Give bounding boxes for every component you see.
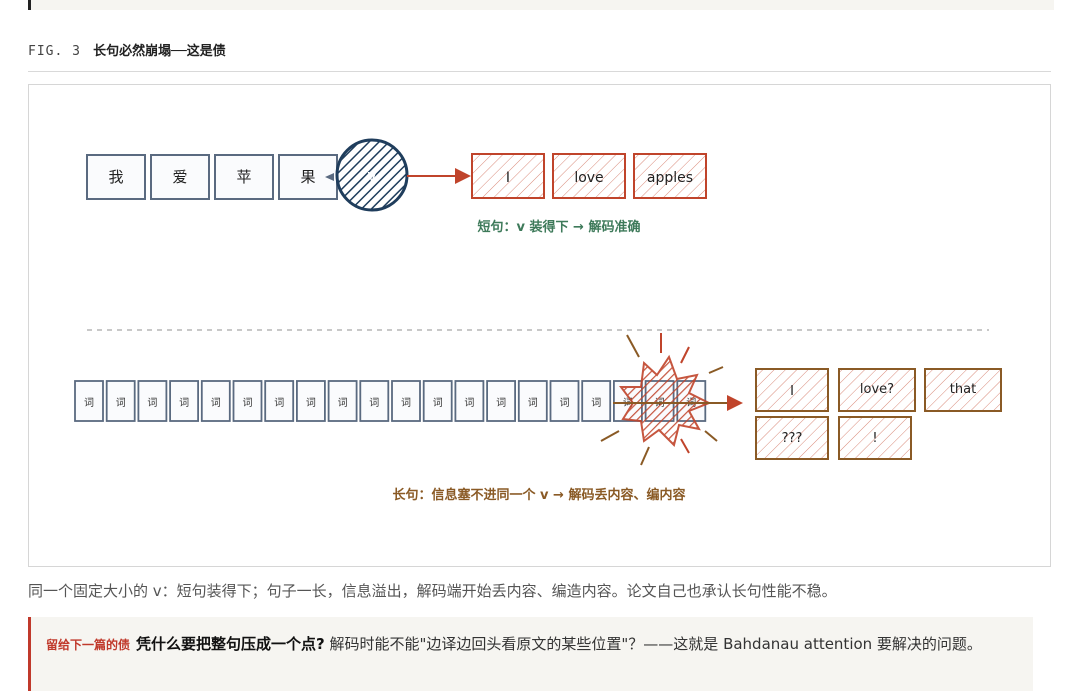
target-token-text: I — [506, 170, 510, 186]
context-vector-label: v — [367, 166, 376, 185]
source-token-text: 爱 — [172, 168, 187, 186]
source-token-text: 我 — [108, 168, 123, 186]
callout-body: 解码时能不能"边译边回头看原文的某些位置"？——这就是 Bahdanau att… — [329, 635, 982, 653]
target-token: I — [471, 153, 545, 199]
source-token-text: 词 — [369, 397, 379, 409]
source-token-text: 词 — [464, 397, 474, 409]
source-token-text: 词 — [306, 397, 316, 409]
source-token: 词 — [200, 380, 231, 422]
bottom-source-tokens: 词词词词词词词词词词词词词词词词词词词词 — [74, 380, 707, 422]
source-token: 词 — [169, 380, 200, 422]
bottom-target-tokens: I love? that ??? ! — [755, 368, 1002, 460]
top-target-tokens: I love apples — [471, 153, 707, 199]
source-token: 词 — [105, 380, 136, 422]
target-token: apples — [633, 153, 707, 199]
header-divider — [28, 71, 1051, 72]
callout-question: 凭什么要把整句压成一个点? — [136, 635, 325, 653]
figure-panel: 我 爱 苹 果 v I — [28, 84, 1051, 567]
source-token-text: 词 — [116, 397, 126, 409]
source-token: 词 — [581, 380, 612, 422]
target-token: that — [924, 368, 1002, 412]
source-token-text: 词 — [528, 397, 538, 409]
callout-tag: 留给下一篇的债 — [46, 638, 131, 652]
source-token-text: 词 — [433, 397, 443, 409]
source-token-text: 词 — [338, 397, 348, 409]
source-token: 词 — [264, 380, 295, 422]
context-vector: v — [335, 138, 409, 212]
figure-label: FIG. 3 — [28, 44, 81, 59]
target-token-text: that — [950, 382, 976, 397]
source-token-text: 词 — [211, 397, 221, 409]
figure-title: 长句必然崩塌──这是债 — [93, 44, 226, 59]
source-token: 爱 — [150, 154, 210, 200]
source-token: 词 — [137, 380, 168, 422]
target-token: I — [755, 368, 829, 412]
source-token-text: 词 — [84, 397, 94, 409]
source-token: 词 — [391, 380, 421, 422]
source-token: 词 — [74, 380, 104, 422]
source-token-text: 词 — [591, 397, 601, 409]
source-token-text: 词 — [147, 397, 157, 409]
target-token-text: ??? — [782, 431, 803, 446]
seq2seq-diagram: 我 爱 苹 果 v I — [74, 138, 1002, 503]
figure-header: FIG. 3 长句必然崩塌──这是债 — [28, 40, 226, 59]
source-token: 苹 — [214, 154, 274, 200]
target-token: ??? — [755, 416, 829, 460]
source-token: 词 — [359, 380, 390, 422]
source-token: 词 — [486, 380, 517, 422]
source-token-text: 词 — [274, 397, 284, 409]
target-token: love — [552, 153, 626, 199]
long-sentence-caption: 长句：信息塞不进同一个 v → 解码丢内容、编内容 — [393, 487, 686, 503]
short-sentence-caption: 短句：v 装得下 → 解码准确 — [478, 219, 641, 235]
target-token-text: I — [790, 384, 794, 399]
encoder-arrow — [325, 173, 334, 181]
target-token-text: love — [574, 170, 603, 186]
top-source-tokens: 我 爱 苹 果 — [86, 154, 338, 200]
target-token: ! — [838, 416, 912, 460]
source-token: 词 — [454, 380, 485, 422]
source-token-text: 词 — [179, 397, 189, 409]
overflow-burst — [600, 333, 724, 466]
figure-caption: 同一个固定大小的 v：短句装得下；句子一长，信息溢出，解码端开始丢内容、编造内容… — [28, 582, 837, 600]
source-token: 词 — [549, 380, 580, 422]
source-token: 词 — [295, 380, 326, 422]
source-token-text: 词 — [243, 397, 253, 409]
source-token: 词 — [232, 380, 263, 422]
source-token-text: 词 — [401, 397, 411, 409]
source-token-text: 词 — [560, 397, 570, 409]
target-token-text: love? — [860, 382, 894, 397]
source-token: 词 — [422, 380, 453, 422]
source-token-text: 词 — [496, 397, 506, 409]
source-token: 词 — [517, 380, 548, 422]
source-token: 词 — [327, 380, 358, 422]
target-token: love? — [838, 368, 916, 412]
target-token-text: ! — [872, 431, 877, 446]
debt-callout: 留给下一篇的债凭什么要把整句压成一个点? 解码时能不能"边译边回头看原文的某些位… — [28, 617, 1033, 691]
source-token-text: 果 — [300, 168, 315, 186]
previous-callout-strip — [28, 0, 1054, 10]
source-token-text: 苹 — [236, 168, 251, 186]
target-token-text: apples — [647, 170, 693, 186]
source-token: 我 — [86, 154, 146, 200]
